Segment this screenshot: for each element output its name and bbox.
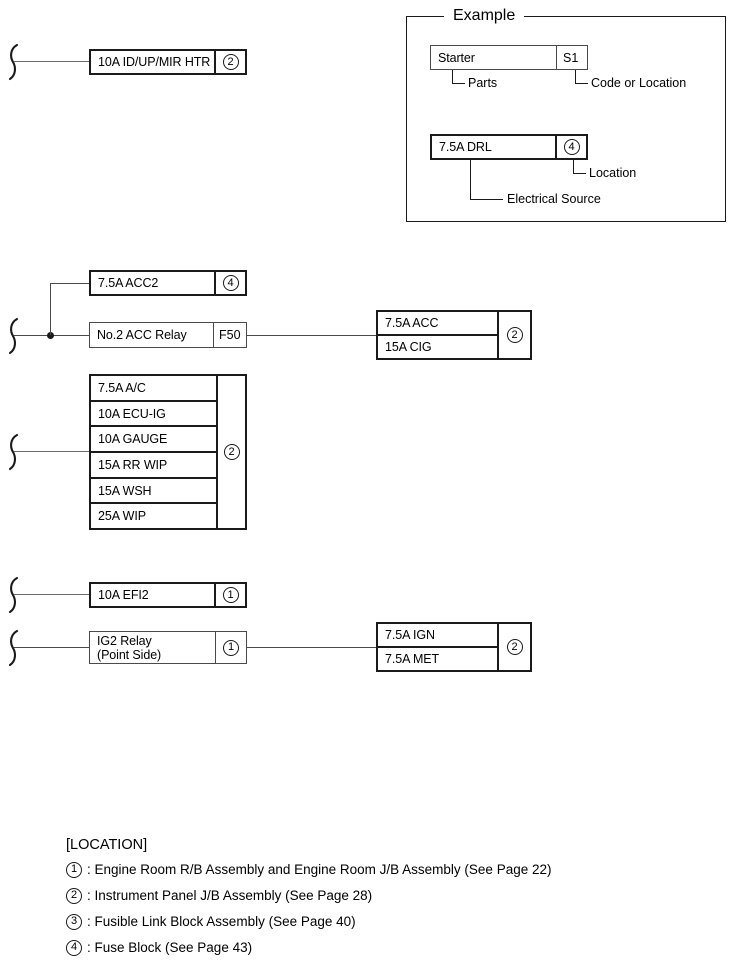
component-names: 7.5A A/C 10A ECU-IG 10A GAUGE 15A RR WIP… <box>91 376 216 528</box>
component-names: 7.5A ACC 15A CIG <box>378 312 497 358</box>
location-cell: 2 <box>497 312 530 358</box>
component-row-label: Starter <box>438 50 475 65</box>
wire-break-symbol <box>4 628 26 668</box>
component-row-label: 7.5A A/C <box>98 380 146 395</box>
component-ip-jb-block[interactable]: 7.5A A/C 10A ECU-IG 10A GAUGE 15A RR WIP… <box>89 374 247 530</box>
wire-relay-to-fuseblock <box>246 335 378 336</box>
legend-item-text: : Instrument Panel J/B Assembly (See Pag… <box>87 887 373 903</box>
leader-line-location-h <box>573 173 586 174</box>
location-circle-number: 2 <box>506 327 523 343</box>
wire-break-symbol <box>4 316 26 356</box>
leader-label-elec-source: Electrical Source <box>507 192 601 206</box>
leader-line-code <box>575 70 576 83</box>
component-row-label: 15A RR WIP <box>91 451 216 477</box>
component-ig2-relay[interactable]: IG2 Relay (Point Side) 1 <box>89 631 247 664</box>
legend-item-text: : Fuse Block (See Page 43) <box>87 939 253 955</box>
component-names: 7.5A DRL <box>432 136 555 158</box>
component-names: 10A ID/UP/MIR HTR <box>91 51 214 73</box>
wire-break-symbol <box>4 575 26 615</box>
legend-item: 3 : Fusible Link Block Assembly (See Pag… <box>66 913 551 930</box>
component-acc-cig-block[interactable]: 7.5A ACC 15A CIG 2 <box>376 310 532 360</box>
location-circle-number: 4 <box>563 139 580 155</box>
location-circle-number: 4 <box>222 275 239 291</box>
wire-break-symbol <box>4 42 26 82</box>
code-cell: S1 <box>556 46 587 69</box>
leader-line-parts <box>452 70 453 83</box>
component-row-label: No.2 ACC Relay <box>97 328 187 342</box>
legend-item-text: : Engine Room R/B Assembly and Engine Ro… <box>87 861 552 877</box>
component-names: No.2 ACC Relay <box>90 323 213 347</box>
leader-label-parts: Parts <box>468 76 498 90</box>
feed-wire <box>14 451 91 452</box>
location-circle-number: 2 <box>506 639 523 655</box>
example-component-starter: Starter S1 <box>430 45 588 70</box>
code-cell: F50 <box>213 323 246 347</box>
component-names: 10A EFI2 <box>91 584 214 606</box>
component-ign-met-block[interactable]: 7.5A IGN 7.5A MET 2 <box>376 622 532 672</box>
component-acc2[interactable]: 7.5A ACC2 4 <box>89 270 247 296</box>
leader-line-location <box>573 160 574 173</box>
feed-wire <box>14 61 90 62</box>
location-circle-number: 2 <box>222 54 239 70</box>
legend-item-text: : Fusible Link Block Assembly (See Page … <box>87 913 356 929</box>
leader-line-parts-h <box>452 83 465 84</box>
component-no2-acc-relay[interactable]: No.2 ACC Relay F50 <box>89 322 247 348</box>
location-cell: 2 <box>497 624 530 670</box>
location-cell: 4 <box>214 272 245 294</box>
legend-item: 1 : Engine Room R/B Assembly and Engine … <box>66 861 552 878</box>
component-row-label: 7.5A MET <box>378 646 497 670</box>
component-row-label: 15A CIG <box>378 334 497 358</box>
location-circle-number: 1 <box>66 861 82 878</box>
component-row-label: 25A WIP <box>91 502 216 528</box>
location-cell: 2 <box>216 376 245 528</box>
example-component-drl: 7.5A DRL 4 <box>430 134 588 160</box>
junction-dot <box>47 332 54 339</box>
location-circle-number: 2 <box>66 887 82 904</box>
feed-wire <box>14 594 91 595</box>
component-names: 7.5A ACC2 <box>91 272 214 294</box>
location-cell: 1 <box>215 632 246 663</box>
location-legend: [LOCATION] 1 : Engine Room R/B Assembly … <box>66 838 551 964</box>
location-circle-number: 1 <box>222 587 239 603</box>
component-names: Starter <box>431 46 556 69</box>
component-row-label: 10A EFI2 <box>98 588 149 602</box>
component-row-label: 10A GAUGE <box>91 425 216 451</box>
component-names: 7.5A IGN 7.5A MET <box>378 624 497 670</box>
location-cell: 2 <box>214 51 245 73</box>
legend-item: 4 : Fuse Block (See Page 43) <box>66 939 551 956</box>
branch-wire-to-acc2 <box>50 283 90 284</box>
location-circle-number: 3 <box>66 913 82 930</box>
location-circle-number: 1 <box>223 639 239 656</box>
component-efi2[interactable]: 10A EFI2 1 <box>89 582 247 608</box>
wire-break-symbol <box>4 432 26 472</box>
component-row-label: 7.5A ACC <box>385 316 439 330</box>
component-row-label: IG2 Relay (Point Side) <box>97 633 162 662</box>
component-row-label: 7.5A ACC2 <box>98 276 159 290</box>
leader-label-code: Code or Location <box>591 76 687 90</box>
component-names: IG2 Relay (Point Side) <box>90 632 215 663</box>
component-row-label: 10A ECU-IG <box>91 399 216 426</box>
legend-title: [LOCATION] <box>66 837 148 853</box>
component-row-label: 15A WSH <box>91 476 216 503</box>
example-panel-title: Example <box>444 8 525 24</box>
leader-line-code-h <box>575 83 588 84</box>
legend-item: 2 : Instrument Panel J/B Assembly (See P… <box>66 887 551 904</box>
location-circle-number: 4 <box>66 939 82 956</box>
leader-line-elec-source-h <box>470 199 503 200</box>
wire-relay-to-ign-block <box>246 647 378 648</box>
leader-line-elec-source <box>470 160 471 199</box>
component-row-label: 7.5A DRL <box>439 140 492 154</box>
location-circle-number: 2 <box>223 444 240 460</box>
location-cell: 4 <box>555 136 586 158</box>
leader-label-location: Location <box>589 166 637 180</box>
branch-riser-wire <box>50 283 51 335</box>
component-row-label: 10A ID/UP/MIR HTR <box>98 55 211 69</box>
feed-wire <box>14 647 91 648</box>
component-row-label: 7.5A IGN <box>385 628 435 642</box>
component-id-up-mir-htr[interactable]: 10A ID/UP/MIR HTR 2 <box>89 49 247 75</box>
location-cell: 1 <box>214 584 245 606</box>
